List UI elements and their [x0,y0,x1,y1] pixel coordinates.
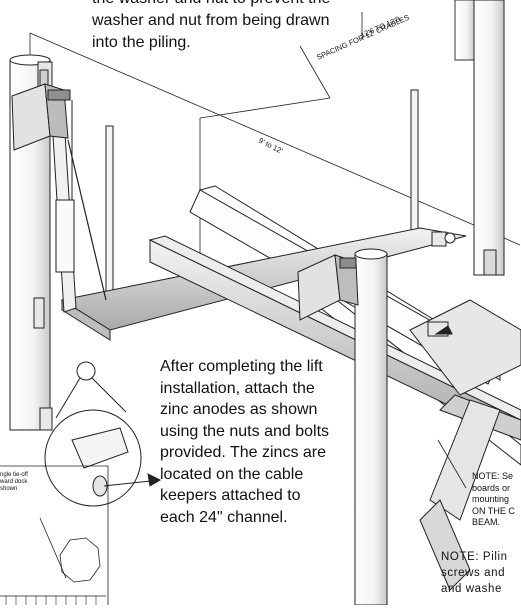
zinc-instruction-text: After completing the lift installation, … [160,356,329,528]
width-range-label: 9' to 12' [257,136,285,156]
side-braces [51,100,107,313]
piling-screws-note: NOTE: Pilin screws and and washe [441,549,508,597]
note-line: boards or [472,482,511,493]
note-line: NOTE: Pilin [441,551,508,563]
note-line: mounting [472,494,510,504]
zinc-line: using the nuts and bolts [160,422,330,440]
tieoff-inset-caption: ngle tie-off ward dock shown [0,472,28,493]
note-line: screws and [441,567,506,579]
zinc-line: After completing the lift [160,358,323,375]
intro-line: into the piling. [92,34,191,51]
tieoff-line: ward dock [0,479,28,485]
zinc-line: installation, attach the [160,379,315,397]
zinc-line: each 24" channel. [160,508,288,526]
note-line: BEAM. [472,517,501,527]
right-piling [473,0,505,276]
note-line: NOTE: Se [472,471,514,481]
zinc-detail-callout [44,361,162,507]
intro-line: the washer and nut to prevent the [92,0,330,10]
center-piling [354,248,388,606]
tieoff-line: ngle tie-off [0,472,28,478]
washer-instruction-text: the washer and nut to prevent the washer… [92,0,330,54]
center-motor-box [297,254,359,321]
cable-keepers [33,231,456,431]
boards-mounting-note: NOTE: Se boards or mounting ON THE C BEA… [472,471,515,529]
zinc-line: provided. The zincs are [160,444,327,461]
left-motor-box [11,83,71,151]
note-line: and washe [441,583,503,595]
zinc-line: located on the cable [160,465,304,483]
tieoff-line: shown [0,486,18,492]
note-leader-arrow [437,439,467,489]
zinc-line: keepers attached to [160,487,301,504]
intro-line: washer and nut from being drawn [92,12,330,29]
note-line: ON THE C [472,505,515,516]
zinc-line: zinc anodes as shown [160,401,318,418]
tieoff-inset [0,465,109,605]
